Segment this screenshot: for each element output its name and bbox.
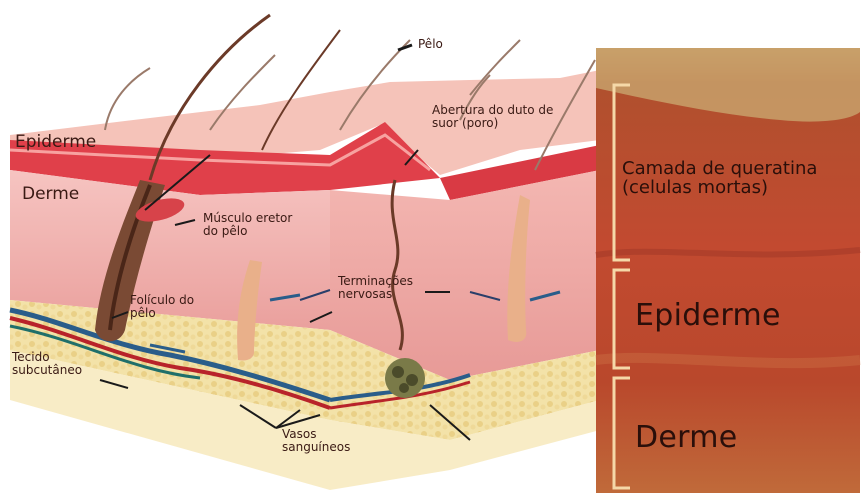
label-epiderme-right: Epiderme [635, 300, 781, 332]
label-abertura-duto: Abertura do duto de suor (poro) [432, 104, 582, 129]
micrograph-band-2 [596, 358, 860, 363]
label-tecido: Tecido subcutâneo [12, 351, 112, 376]
label-terminacoes: Terminações nervosas [338, 275, 433, 300]
label-pelo: Pêlo [418, 38, 443, 51]
label-camada-queratina: Camada de queratina (celulas mortas) [622, 160, 857, 198]
label-derme-right: Derme [635, 422, 738, 454]
label-musculo: Músculo eretor do pêlo [203, 212, 293, 237]
label-epiderme-left: Epiderme [15, 134, 96, 152]
label-vasos: Vasos sanguíneos [282, 428, 382, 453]
label-derme-left: Derme [22, 186, 79, 204]
label-foliculo: Folículo do pêlo [130, 294, 205, 319]
